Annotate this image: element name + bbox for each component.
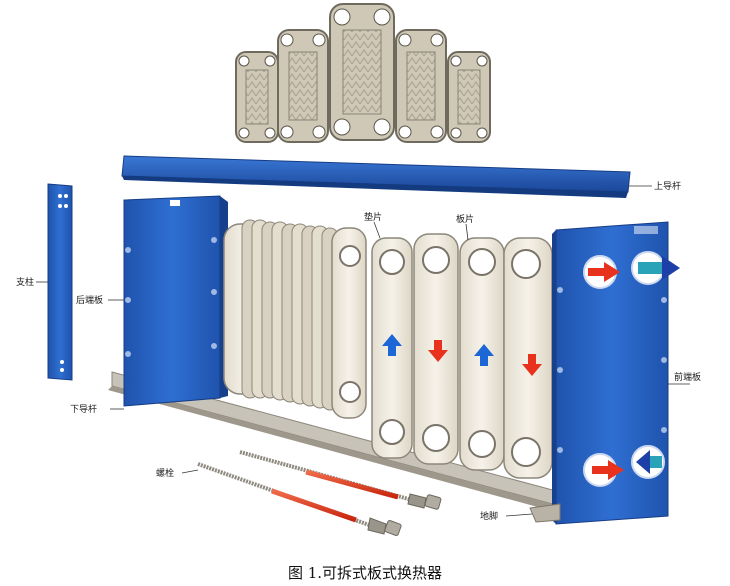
support-column — [47, 183, 73, 381]
port-arrow-hot-out — [592, 460, 624, 480]
label-support-column: 支柱 — [16, 276, 34, 288]
port-arrow-hot-in — [588, 262, 620, 282]
flow-arrow-cold-up — [474, 344, 494, 366]
flow-arrow-hot-down — [522, 354, 542, 376]
port-arrow-cold-in — [636, 450, 662, 474]
plate-sample — [395, 29, 447, 143]
plate-sample — [235, 51, 279, 143]
label-upper-guide-bar: 上导杆 — [654, 180, 681, 192]
port-arrow-cold-out — [638, 256, 680, 280]
label-rear-end-plate: 后端板 — [76, 294, 103, 306]
plate-sample — [447, 51, 491, 143]
rear-end-plate — [123, 195, 228, 407]
plate-samples — [235, 3, 491, 143]
label-gasket: 垫片 — [364, 211, 382, 223]
plate-pack — [223, 219, 367, 419]
plate-sample — [329, 3, 395, 141]
label-plate: 板片 — [456, 213, 474, 225]
flow-arrow-cold-up — [382, 334, 402, 356]
label-lower-guide-bar: 下导杆 — [70, 403, 97, 415]
upper-guide-bar — [121, 155, 631, 198]
label-bolt: 螺栓 — [156, 467, 174, 479]
label-foot: 地脚 — [480, 510, 498, 522]
figure-caption: 图 1.可拆式板式换热器 — [288, 564, 442, 582]
plate-sample — [277, 29, 329, 143]
bolt — [197, 462, 402, 536]
foot — [529, 503, 561, 523]
bolt — [239, 450, 442, 510]
label-front-end-plate: 前端板 — [674, 371, 701, 383]
front-end-plate — [552, 221, 669, 525]
flow-arrow-hot-down — [428, 340, 448, 362]
